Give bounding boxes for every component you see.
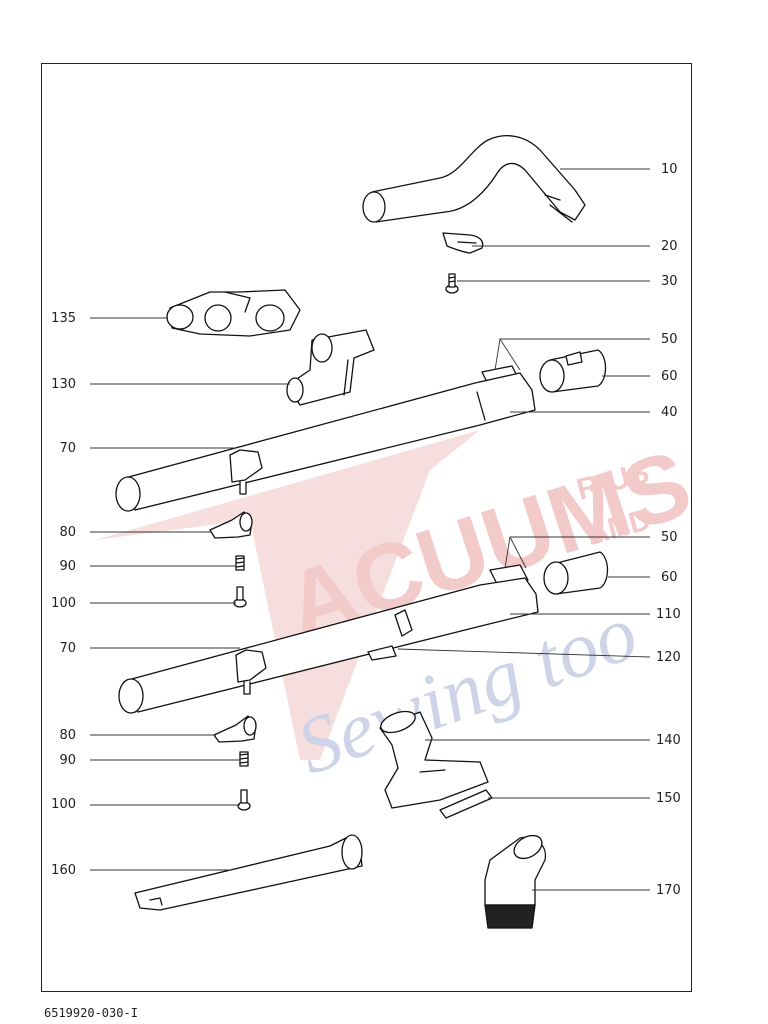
part-tool-clip-lower [543,551,609,595]
part-extension-tube-lower [118,577,539,714]
callout-10: 10 [661,162,678,177]
part-hose-clip [442,232,484,254]
part-swivel-foot-lower [213,715,257,743]
callout-70-upper: 70 [59,441,76,456]
part-screw-30 [445,273,459,294]
part-spring-upper [235,555,245,571]
part-screw-100-upper [233,586,247,608]
callout-140: 140 [656,733,681,748]
callout-60-upper: 60 [661,369,678,384]
document-code: 6519920-030-I [44,1006,138,1020]
callout-160: 160 [51,863,76,878]
callout-135: 135 [51,311,76,326]
leader-lines [90,168,651,891]
callout-50-upper: 50 [661,332,678,347]
part-upholstery-nozzle [379,710,489,809]
callout-70-lower: 70 [59,641,76,656]
callout-30: 30 [661,274,678,289]
part-sleeve [286,329,375,406]
part-tool-clip-upper [539,349,607,393]
callout-130: 130 [51,377,76,392]
callout-20: 20 [661,239,678,254]
part-extension-tube-upper [115,372,536,512]
part-swivel-foot-upper [209,511,253,539]
callout-80-lower: 80 [59,728,76,743]
callout-50-lower: 50 [661,530,678,545]
callout-90-lower: 90 [59,753,76,768]
watermark-v-shape [95,430,480,760]
callout-170: 170 [656,883,681,898]
callout-120: 120 [656,650,681,665]
callout-150: 150 [656,791,681,806]
callout-80-upper: 80 [59,525,76,540]
part-spring-lower [239,751,249,767]
part-crevice-tool [134,834,363,911]
part-tool-holder [166,289,301,337]
part-dusting-brush [484,834,547,929]
callout-60-lower: 60 [661,570,678,585]
part-curved-handle [362,135,586,223]
callout-100-lower: 100 [51,797,76,812]
part-slider-button [367,645,397,661]
callout-90-upper: 90 [59,559,76,574]
callout-100-upper: 100 [51,596,76,611]
callout-40: 40 [661,405,678,420]
callout-110: 110 [656,607,681,622]
part-screw-100-lower [237,789,251,811]
